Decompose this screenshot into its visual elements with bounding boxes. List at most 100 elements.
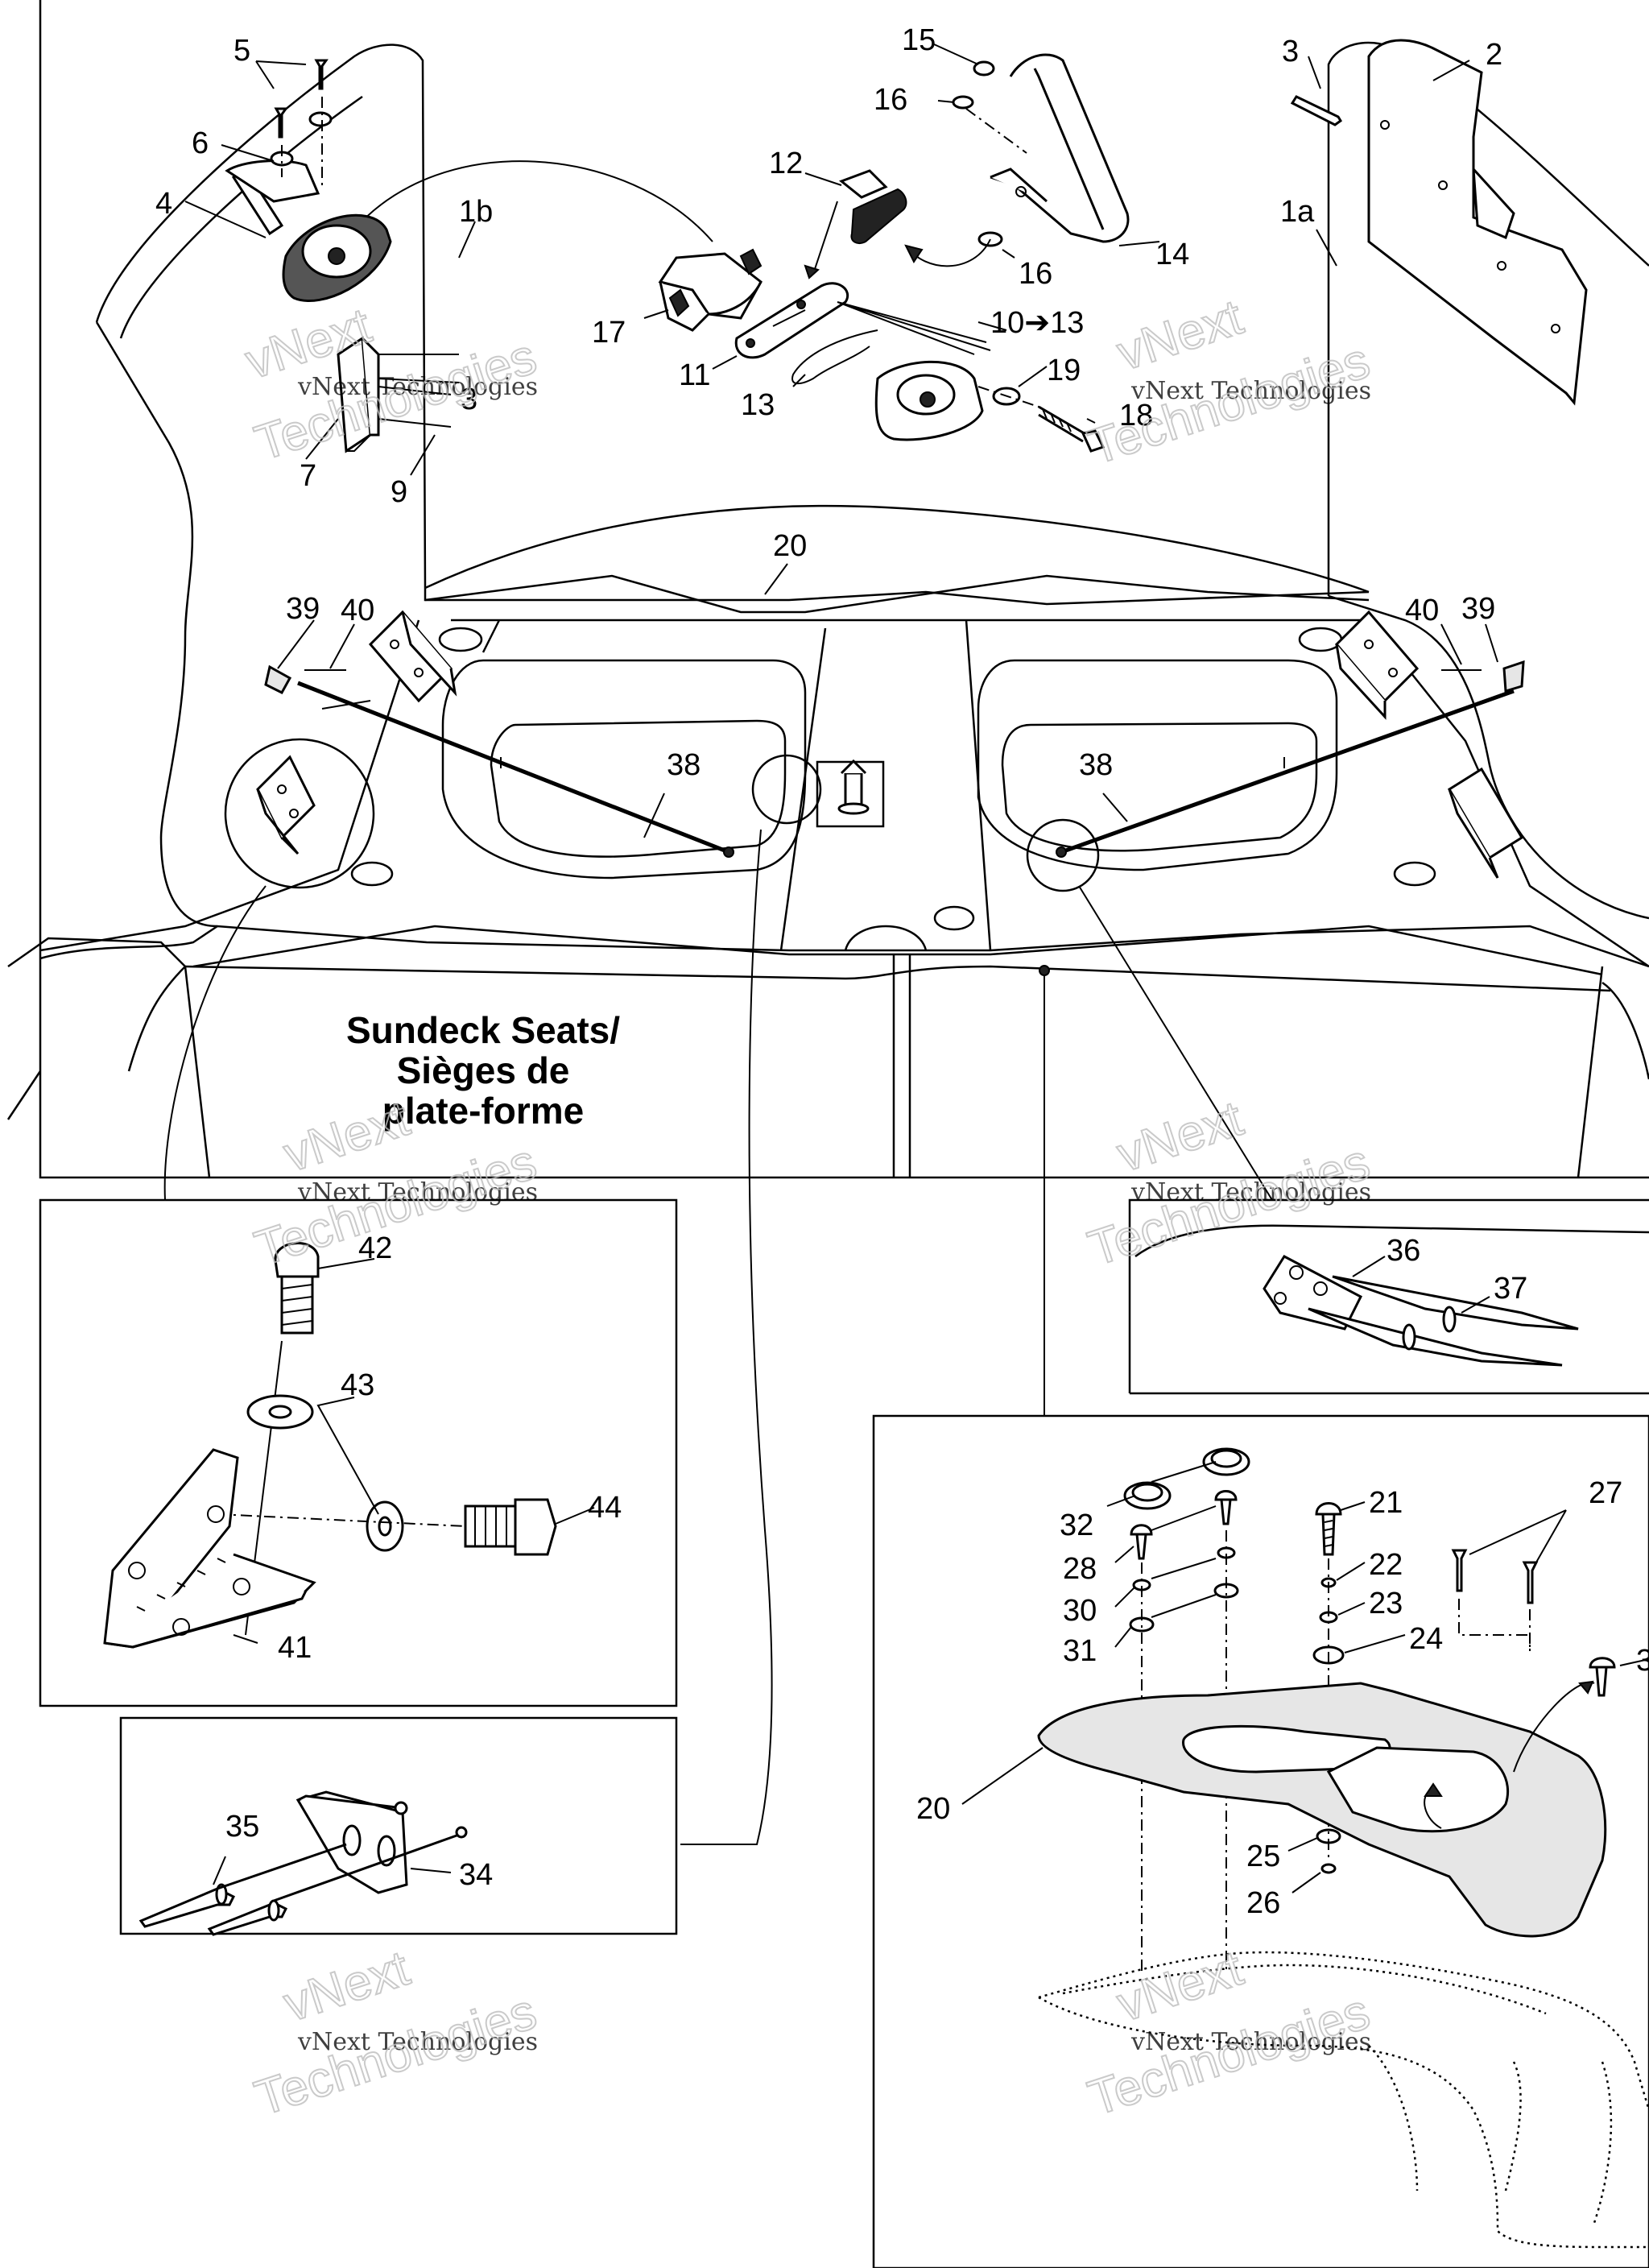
callout-1a: 1a (1280, 195, 1315, 229)
callout-5: 5 (234, 34, 250, 68)
callout-labels: 1a 1b 2 3 3 4 5 6 7 9 10➔13 11 12 13 14 … (155, 23, 1649, 1920)
callout-39-right: 39 (1461, 592, 1495, 626)
callout-38-left: 38 (667, 748, 701, 782)
handle-12 (838, 169, 907, 244)
title-line-3: plate-forme (382, 1090, 584, 1132)
callout-15: 15 (902, 23, 936, 57)
seat-base-20 (1037, 1682, 1607, 1938)
svg-text:vNext Technologies: vNext Technologies (1130, 2028, 1371, 2056)
callout-3-left: 3 (461, 383, 477, 416)
screw-5 (314, 59, 329, 90)
callout-21: 21 (1369, 1486, 1403, 1520)
svg-text:vNext: vNext (1110, 1091, 1249, 1183)
callout-6: 6 (192, 126, 209, 160)
strap-14 (990, 53, 1130, 243)
diagram-title: Sundeck Seats/ Sièges de plate-forme (346, 1009, 620, 1132)
callout-20-top: 20 (773, 529, 807, 563)
cover-plate-2 (1367, 39, 1588, 406)
callout-43: 43 (341, 1368, 374, 1402)
watermark-6: vNext vNext Technologies Technologies (1081, 1939, 1378, 2127)
seat-cushion-outline (1038, 1951, 1649, 2249)
callout-14: 14 (1155, 238, 1189, 271)
callout-13: 13 (741, 388, 775, 422)
svg-text:vNext Technologies: vNext Technologies (297, 1178, 538, 1206)
ball-stud-39-left (264, 664, 292, 694)
callout-40-left: 40 (341, 594, 374, 627)
watermark-2: vNext vNext Technologies Technologies (1081, 288, 1378, 476)
callout-4: 4 (155, 187, 172, 221)
callout-31: 31 (1063, 1634, 1097, 1668)
callout-2: 2 (1486, 38, 1502, 72)
callout-1b: 1b (459, 195, 493, 229)
callout-7: 7 (300, 459, 316, 493)
title-line-1: Sundeck Seats/ (346, 1009, 620, 1051)
callout-22: 22 (1369, 1548, 1403, 1582)
callout-25: 25 (1246, 1840, 1280, 1873)
svg-text:vNext: vNext (1110, 1940, 1249, 2033)
callout-32: 32 (1060, 1509, 1093, 1542)
callout-9: 9 (391, 475, 407, 509)
screw-3 (1290, 95, 1342, 126)
rivet-inset-box (816, 760, 885, 828)
callout-37: 37 (1494, 1272, 1527, 1306)
svg-text:vNext: vNext (277, 1940, 415, 2033)
clip-6 (225, 159, 320, 203)
svg-text:vNext Technologies: vNext Technologies (297, 2028, 538, 2056)
svg-text:vNext: vNext (1110, 289, 1249, 382)
title-line-2: Sièges de (397, 1049, 570, 1091)
lock-housing (874, 360, 984, 441)
callout-10-13: 10➔13 (990, 306, 1084, 340)
bolt-18 (1038, 405, 1106, 453)
bracket-17 (658, 248, 763, 332)
left-backrest-1b (95, 43, 427, 928)
callout-3-top: 3 (1282, 35, 1299, 68)
callout-39-left: 39 (286, 592, 320, 626)
callout-20-box: 20 (916, 1792, 950, 1826)
ball-stud-39-right (1502, 660, 1525, 693)
spring-13 (791, 329, 878, 385)
detail-circle-rivet (751, 754, 822, 825)
callout-11: 11 (679, 358, 710, 392)
callout-18: 18 (1119, 399, 1153, 432)
detail-circle-hinge (224, 738, 375, 889)
callout-3-box: 3 (1636, 1644, 1649, 1678)
callout-30: 30 (1063, 1594, 1097, 1628)
callout-27: 27 (1589, 1476, 1622, 1510)
callout-40-right: 40 (1405, 594, 1439, 627)
detail-box-seat (872, 1414, 1649, 2268)
watermark-1: vNext vNext Technologies Technologies (238, 297, 543, 473)
callout-16-bottom: 16 (1019, 257, 1052, 291)
callout-16-top: 16 (874, 83, 907, 117)
svg-text:vNext: vNext (277, 1091, 415, 1183)
gas-spring-38-right (1060, 689, 1515, 855)
callout-23: 23 (1369, 1587, 1403, 1620)
callout-36: 36 (1387, 1234, 1420, 1268)
hinge-40-right-lower (1447, 767, 1524, 879)
svg-text:vNext Technologies: vNext Technologies (1130, 377, 1371, 405)
callout-41: 41 (278, 1631, 312, 1665)
detail-box-rivets (119, 1716, 678, 1936)
watermark-5: vNext vNext Technologies Technologies (248, 1939, 544, 2127)
latch-4 (231, 167, 392, 302)
callout-26: 26 (1246, 1886, 1280, 1920)
washer-16-upper (952, 95, 974, 110)
detail-circle-bracket (1026, 818, 1100, 892)
watermark-4: vNext vNext Technologies Technologies (1081, 1090, 1378, 1277)
callout-24: 24 (1409, 1622, 1443, 1656)
sundeck-backrest-20 (424, 504, 1370, 594)
svg-text:vNext Technologies: vNext Technologies (297, 373, 538, 401)
callout-17: 17 (592, 316, 626, 350)
gas-spring-38-left (297, 681, 729, 855)
callout-44: 44 (588, 1491, 622, 1525)
callout-19: 19 (1047, 354, 1081, 387)
cap-15 (973, 60, 995, 77)
hinge-7 (337, 336, 460, 453)
callout-35: 35 (225, 1810, 259, 1844)
callout-42: 42 (358, 1231, 392, 1265)
callout-28: 28 (1063, 1552, 1097, 1586)
callout-34: 34 (459, 1858, 493, 1892)
svg-text:vNext Technologies: vNext Technologies (1130, 1178, 1371, 1206)
detail-box-bracket (1128, 1198, 1649, 1395)
hinge-40-right (1334, 610, 1420, 720)
